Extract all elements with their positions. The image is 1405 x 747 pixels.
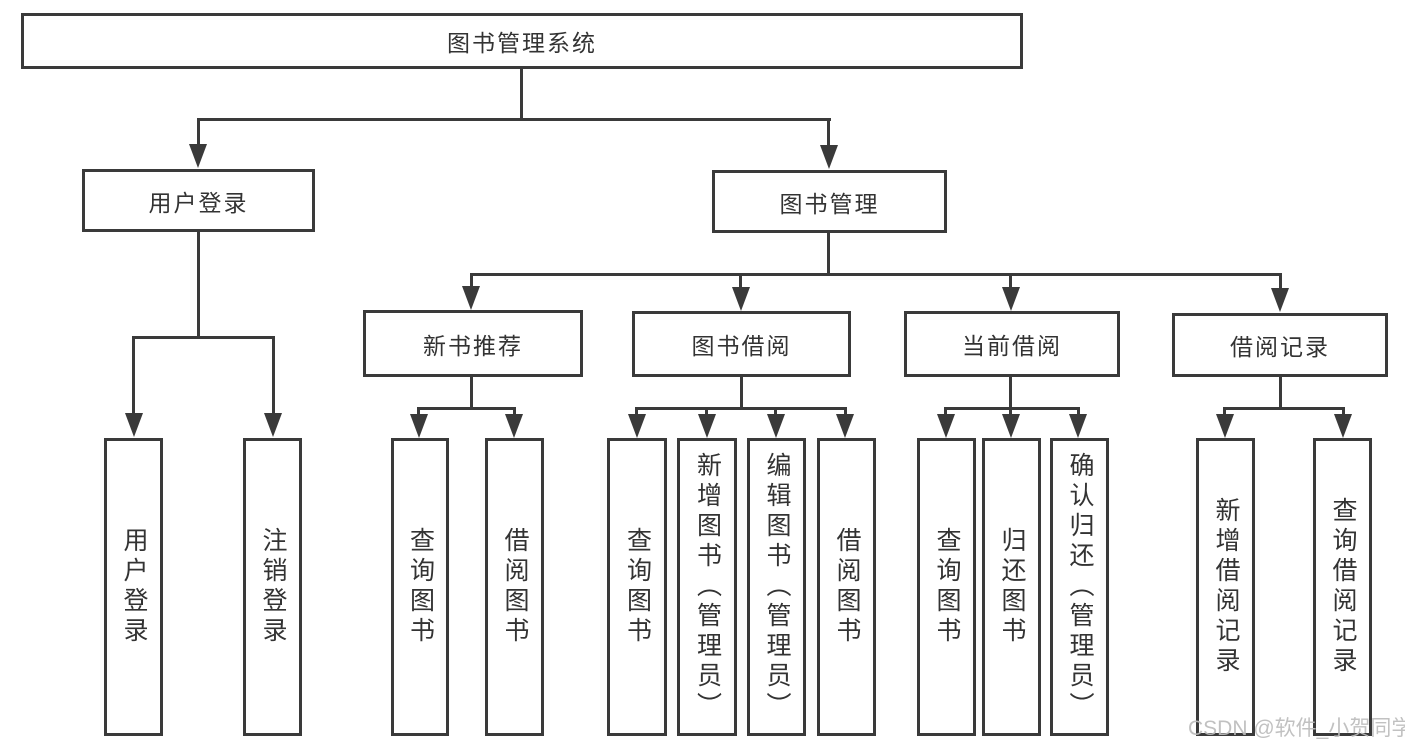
arrowhead-down-icon bbox=[462, 286, 480, 310]
leaf-borrow-query-books-label: 查询图书 bbox=[623, 527, 652, 647]
node-book-borrow: 图书借阅 bbox=[632, 311, 851, 377]
connector-hline bbox=[1223, 407, 1345, 410]
connector-vline bbox=[470, 377, 473, 410]
leaf-records-query-record-label: 查询借阅记录 bbox=[1329, 497, 1357, 677]
connector-vline bbox=[635, 407, 638, 418]
connector-vline bbox=[844, 407, 847, 418]
leaf-borrow-borrow-books: 借阅图书 bbox=[817, 438, 876, 736]
node-new-book-recommend-label: 新书推荐 bbox=[423, 332, 523, 359]
leaf-newbook-borrow-books-label: 借阅图书 bbox=[501, 527, 529, 647]
arrowhead-down-icon bbox=[732, 287, 750, 311]
arrowhead-down-icon bbox=[767, 414, 785, 438]
node-book-management-label: 图书管理 bbox=[779, 190, 880, 217]
arrowhead-down-icon bbox=[505, 414, 523, 438]
leaf-records-add-record-label: 新增借阅记录 bbox=[1212, 497, 1240, 677]
connector-hline bbox=[417, 407, 516, 410]
arrowhead-down-icon bbox=[410, 414, 428, 438]
connector-vline bbox=[827, 118, 830, 149]
node-root: 图书管理系统 bbox=[21, 13, 1023, 69]
leaf-current-query-books: 查询图书 bbox=[917, 438, 976, 736]
node-book-management: 图书管理 bbox=[712, 170, 947, 233]
connector-vline bbox=[944, 407, 947, 418]
connector-vline bbox=[1279, 273, 1282, 289]
connector-vline bbox=[1077, 407, 1080, 418]
node-book-borrow-label: 图书借阅 bbox=[691, 333, 792, 359]
leaf-newbook-borrow-books: 借阅图书 bbox=[485, 438, 544, 736]
connector-vline bbox=[197, 118, 200, 148]
connector-vline bbox=[774, 407, 777, 418]
arrowhead-down-icon bbox=[1002, 414, 1020, 438]
node-new-book-recommend: 新书推荐 bbox=[363, 310, 583, 377]
connector-vline bbox=[827, 233, 830, 276]
connector-vline bbox=[197, 232, 200, 339]
connector-hline bbox=[197, 118, 831, 121]
leaf-borrow-borrow-books-label: 借阅图书 bbox=[833, 527, 861, 647]
connector-vline bbox=[1009, 273, 1012, 289]
leaf-logout-label: 注销登录 bbox=[259, 527, 287, 647]
connector-vline bbox=[470, 273, 473, 289]
node-user-login-label: 用户登录 bbox=[148, 189, 249, 216]
connector-hline bbox=[470, 273, 1282, 276]
leaf-records-add-record: 新增借阅记录 bbox=[1196, 438, 1255, 736]
leaf-borrow-edit-books-admin-label: 编辑图书（管理员） bbox=[763, 452, 791, 722]
connector-vline bbox=[272, 336, 275, 416]
leaf-current-return-books-label: 归还图书 bbox=[998, 527, 1026, 647]
connector-vline bbox=[417, 407, 420, 418]
arrowhead-down-icon bbox=[1216, 414, 1234, 438]
arrowhead-down-icon bbox=[836, 414, 854, 438]
leaf-borrow-query-books: 查询图书 bbox=[607, 438, 667, 736]
arrowhead-down-icon bbox=[264, 413, 282, 437]
arrowhead-down-icon bbox=[1334, 414, 1352, 438]
leaf-current-return-books: 归还图书 bbox=[982, 438, 1041, 736]
connector-vline bbox=[132, 336, 135, 416]
connector-vline bbox=[1009, 407, 1012, 418]
connector-vline bbox=[1009, 377, 1012, 410]
connector-vline bbox=[520, 69, 523, 121]
connector-vline bbox=[1342, 407, 1345, 418]
connector-vline bbox=[739, 273, 742, 289]
leaf-current-query-books-label: 查询图书 bbox=[933, 527, 961, 647]
leaf-newbook-query-books: 查询图书 bbox=[391, 438, 449, 736]
arrowhead-down-icon bbox=[1271, 288, 1289, 312]
connector-hline bbox=[635, 407, 847, 410]
arrowhead-down-icon bbox=[820, 145, 838, 169]
leaf-newbook-query-books-label: 查询图书 bbox=[406, 527, 435, 647]
node-current-borrow: 当前借阅 bbox=[904, 311, 1120, 377]
node-user-login: 用户登录 bbox=[82, 169, 315, 232]
node-root-label: 图书管理系统 bbox=[447, 30, 597, 56]
connector-hline bbox=[132, 336, 275, 339]
arrowhead-down-icon bbox=[189, 144, 207, 168]
arrowhead-down-icon bbox=[698, 414, 716, 438]
leaf-borrow-edit-books-admin: 编辑图书（管理员） bbox=[747, 438, 806, 736]
arrowhead-down-icon bbox=[937, 414, 955, 438]
leaf-user-login-label: 用户登录 bbox=[120, 527, 148, 647]
connector-vline bbox=[705, 407, 708, 418]
node-borrow-records-label: 借阅记录 bbox=[1230, 334, 1330, 360]
connector-hline bbox=[944, 407, 1080, 410]
leaf-logout: 注销登录 bbox=[243, 438, 302, 736]
leaf-user-login: 用户登录 bbox=[104, 438, 163, 736]
leaf-current-confirm-return-admin-label: 确认归还（管理员） bbox=[1066, 452, 1094, 722]
connector-vline bbox=[513, 407, 516, 418]
leaf-current-confirm-return-admin: 确认归还（管理员） bbox=[1050, 438, 1109, 736]
leaf-borrow-add-books-admin: 新增图书（管理员） bbox=[677, 438, 737, 736]
connector-vline bbox=[1279, 377, 1282, 410]
connector-vline bbox=[1223, 407, 1226, 418]
node-current-borrow-label: 当前借阅 bbox=[962, 333, 1062, 359]
arrowhead-down-icon bbox=[1069, 414, 1087, 438]
leaf-borrow-add-books-admin-label: 新增图书（管理员） bbox=[693, 452, 722, 722]
node-borrow-records: 借阅记录 bbox=[1172, 313, 1388, 377]
connector-vline bbox=[740, 377, 743, 410]
arrowhead-down-icon bbox=[125, 413, 143, 437]
watermark: CSDN @软件_小贺同学 bbox=[1188, 717, 1405, 740]
arrowhead-down-icon bbox=[1002, 287, 1020, 311]
leaf-records-query-record: 查询借阅记录 bbox=[1313, 438, 1372, 736]
arrowhead-down-icon bbox=[628, 414, 646, 438]
